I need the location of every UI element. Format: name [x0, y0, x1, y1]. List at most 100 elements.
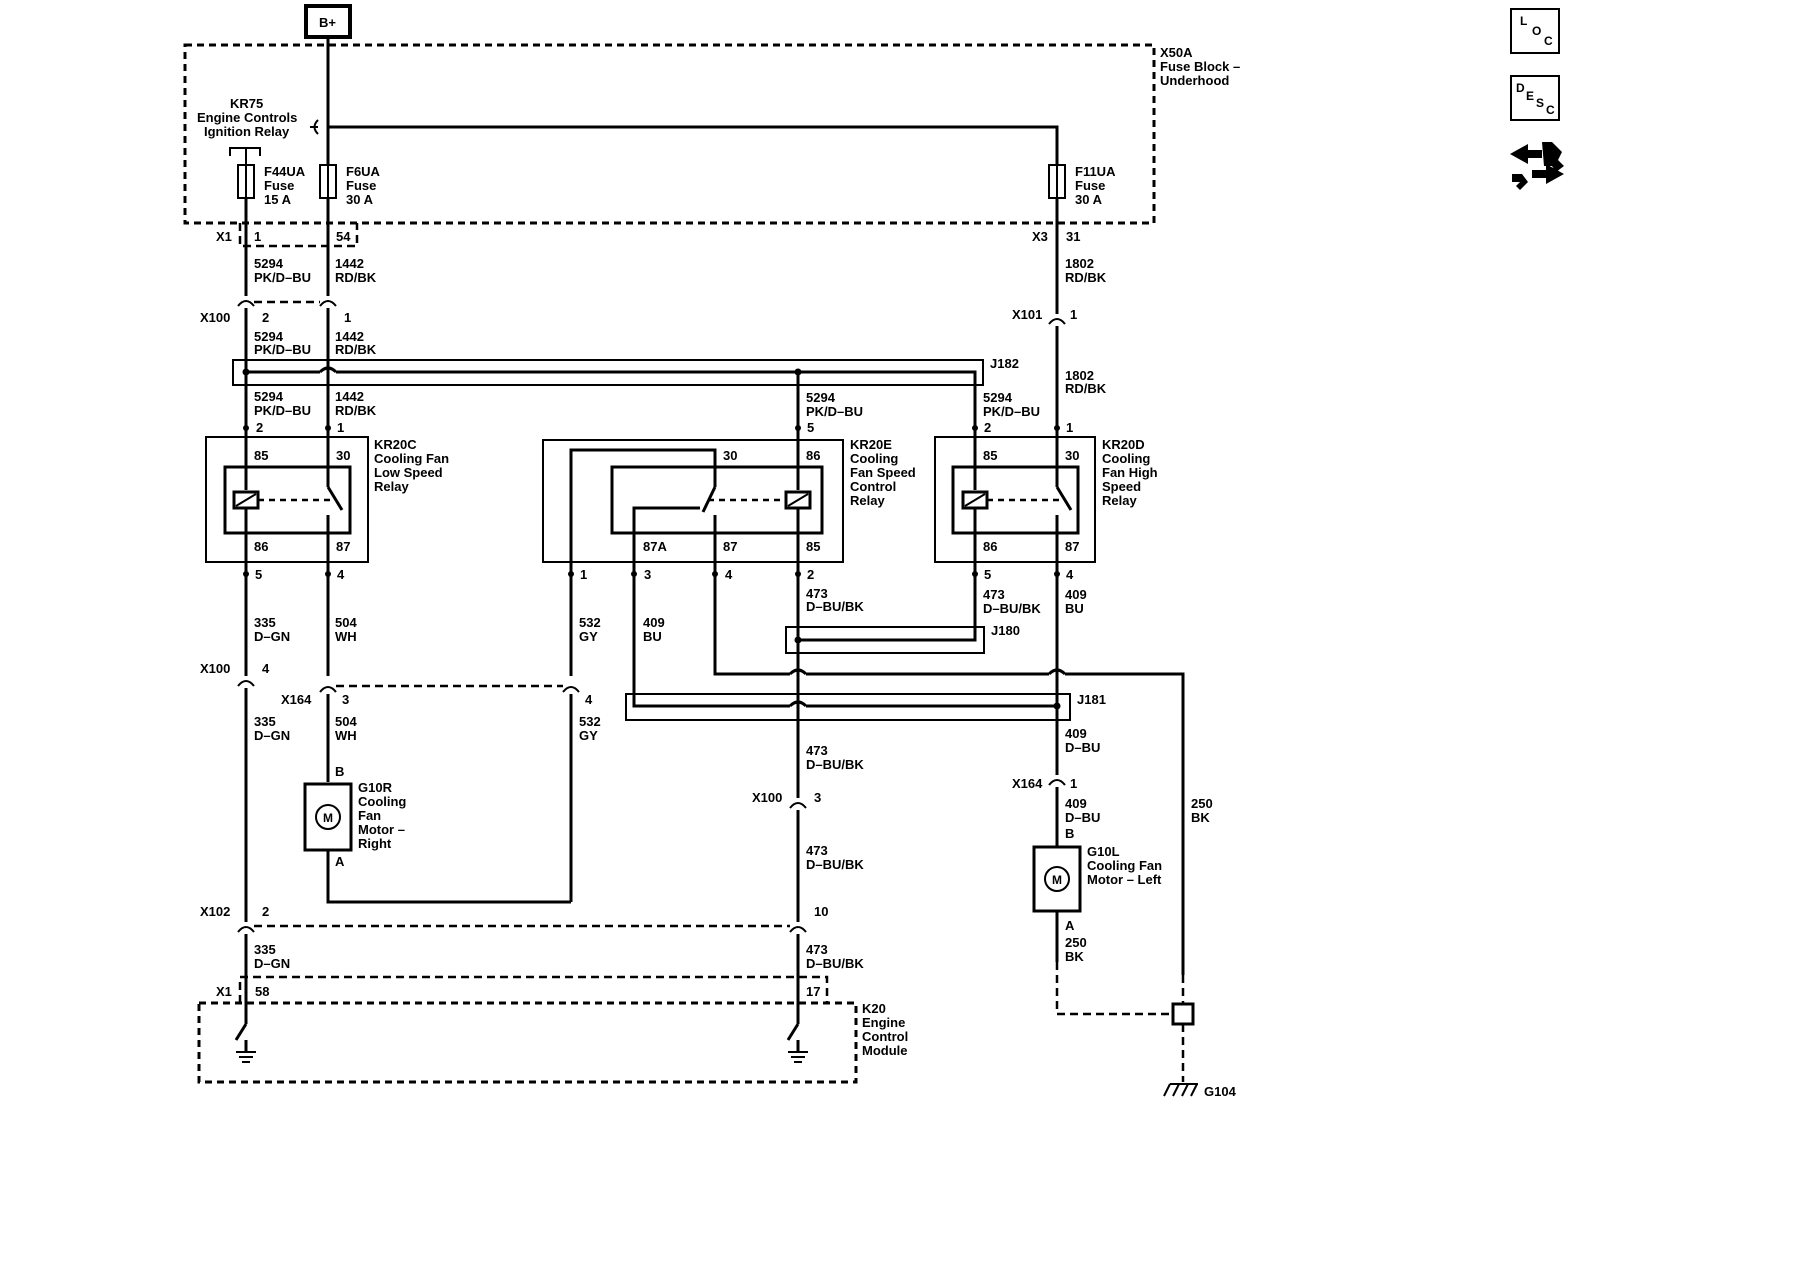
- x3-pin-31: 31: [1066, 229, 1080, 244]
- location-letter-o: O: [1532, 24, 1542, 38]
- x100-upper-label: X100: [200, 310, 230, 325]
- ecm-name-1: Engine: [862, 1015, 905, 1030]
- kr20c-pin-4: 4: [337, 567, 345, 582]
- wire-label-1442-c: 1442: [335, 389, 364, 404]
- x1-lower-connector-outline: [238, 975, 829, 1003]
- g10l-name-2: Motor – Left: [1087, 872, 1162, 887]
- wire-label-1802-a: 1802: [1065, 256, 1094, 271]
- wire-label-1442-b: 1442: [335, 329, 364, 344]
- x102-label: X102: [200, 904, 230, 919]
- wire-color-504-a: WH: [335, 629, 357, 644]
- wire-label-1442-a: 1442: [335, 256, 364, 271]
- kr20e-t87a: 87A: [643, 539, 667, 554]
- wire-color-5294-e: PK/D–BU: [983, 404, 1040, 419]
- wire-color-473-e: D–BU/BK: [806, 956, 864, 971]
- wire-label-409-d: 409: [1065, 796, 1087, 811]
- wire-label-473-d: 473: [806, 843, 828, 858]
- ecm-name-3: Module: [862, 1043, 908, 1058]
- x3-label: X3: [1032, 229, 1048, 244]
- kr20c-t85: 85: [254, 448, 268, 463]
- kr20e-t86: 86: [806, 448, 820, 463]
- wire-color-504-b: WH: [335, 728, 357, 743]
- x1-pin-17: 17: [806, 984, 820, 999]
- wire-color-5294-a: PK/D–BU: [254, 270, 311, 285]
- wire-label-504-b: 504: [335, 714, 357, 729]
- kr20d-t85: 85: [983, 448, 997, 463]
- wire-color-409-a: BU: [643, 629, 662, 644]
- description-button[interactable]: D E S C: [1510, 75, 1560, 121]
- kr20d-t87: 87: [1065, 539, 1079, 554]
- fuse-block-outline: [183, 43, 1156, 225]
- kr75-output-symbol: [229, 147, 261, 165]
- kr20e-t30: 30: [723, 448, 737, 463]
- wire-color-250-b: BK: [1191, 810, 1210, 825]
- wire-color-532-b: GY: [579, 728, 598, 743]
- ground-junction-block: [1171, 1002, 1195, 1026]
- x164-pin-4: 4: [585, 692, 593, 707]
- x1-connector-outline: [238, 223, 359, 248]
- kr20c-t87: 87: [336, 539, 350, 554]
- kr20c-name-3: Relay: [374, 479, 409, 494]
- g10r-name-3: Motor –: [358, 822, 405, 837]
- g10r-id: G10R: [358, 780, 393, 795]
- relay-kr20d: 85 30 86 87: [934, 428, 1096, 574]
- fuse-block-id: X50A: [1160, 45, 1193, 60]
- kr20d-t30: 30: [1065, 448, 1079, 463]
- x101-label: X101: [1012, 307, 1042, 322]
- wire-color-409-b: BU: [1065, 601, 1084, 616]
- x1-pin-54: 54: [336, 229, 351, 244]
- kr20c-pin-2: 2: [256, 420, 263, 435]
- g10r-name-2: Fan: [358, 808, 381, 823]
- wire-label-335-b: 335: [254, 714, 276, 729]
- kr20d-pin-5: 5: [984, 567, 991, 582]
- wire-color-1442-a: RD/BK: [335, 270, 377, 285]
- kr20e-pin-4: 4: [725, 567, 733, 582]
- wire-label-532-b: 532: [579, 714, 601, 729]
- wire-color-5294-b: PK/D–BU: [254, 342, 311, 357]
- description-letter-e: E: [1526, 89, 1535, 103]
- ground-icon-left: [236, 1051, 256, 1063]
- x164-pin-3: 3: [342, 692, 349, 707]
- x164-right-label: X164: [1012, 776, 1043, 791]
- fuse-block-name-2: Underhood: [1160, 73, 1229, 88]
- ecm-id: K20: [862, 1001, 886, 1016]
- kr20e-t85: 85: [806, 539, 820, 554]
- location-button[interactable]: L O C: [1510, 8, 1560, 54]
- kr20e-pin-2: 2: [807, 567, 814, 582]
- fuse-f6ua-type: Fuse: [346, 178, 376, 193]
- ecm-outline: [197, 1001, 858, 1084]
- splice-j182-label: J182: [990, 356, 1019, 371]
- kr20d-name-1: Cooling: [1102, 451, 1150, 466]
- wire-color-473-d: D–BU/BK: [806, 857, 864, 872]
- wire-label-5294-d: 5294: [806, 390, 836, 405]
- kr20c-id: KR20C: [374, 437, 417, 452]
- wire-color-5294-c: PK/D–BU: [254, 403, 311, 418]
- wire-label-5294-a: 5294: [254, 256, 284, 271]
- x100-pin-4: 4: [262, 661, 270, 676]
- kr20d-name-4: Relay: [1102, 493, 1137, 508]
- wire-color-1802-a: RD/BK: [1065, 270, 1107, 285]
- x100-pin-2: 2: [262, 310, 269, 325]
- wiring-schematic: B+ X50A Fuse Block – Underhood KR75 Engi…: [183, 4, 1240, 1099]
- kr20d-name-2: Fan High: [1102, 465, 1158, 480]
- wire-color-473-a: D–BU/BK: [806, 599, 864, 614]
- location-letter-c: C: [1544, 34, 1553, 48]
- g10l-name-1: Cooling Fan: [1087, 858, 1162, 873]
- connector-end-view-button[interactable]: [1508, 138, 1566, 194]
- g10r-pin-b: B: [335, 764, 344, 779]
- x1-pin-58: 58: [255, 984, 269, 999]
- wire-color-5294-d: PK/D–BU: [806, 404, 863, 419]
- splice-j180: [785, 626, 985, 654]
- wire-color-1802-b: RD/BK: [1065, 381, 1107, 396]
- fuse-block-name-1: Fuse Block –: [1160, 59, 1240, 74]
- g10r-pin-a: A: [335, 854, 345, 869]
- wire-label-473-c: 473: [806, 743, 828, 758]
- kr20c-pin-5: 5: [255, 567, 262, 582]
- x164-left-label: X164: [281, 692, 312, 707]
- fuse-f44ua-type: Fuse: [264, 178, 294, 193]
- wire-label-473-e: 473: [806, 942, 828, 957]
- x100-mid-label: X100: [200, 661, 230, 676]
- motor-g10l-symbol: M: [1052, 873, 1062, 887]
- kr20d-pin-4: 4: [1066, 567, 1074, 582]
- x100-pin-3: 3: [814, 790, 821, 805]
